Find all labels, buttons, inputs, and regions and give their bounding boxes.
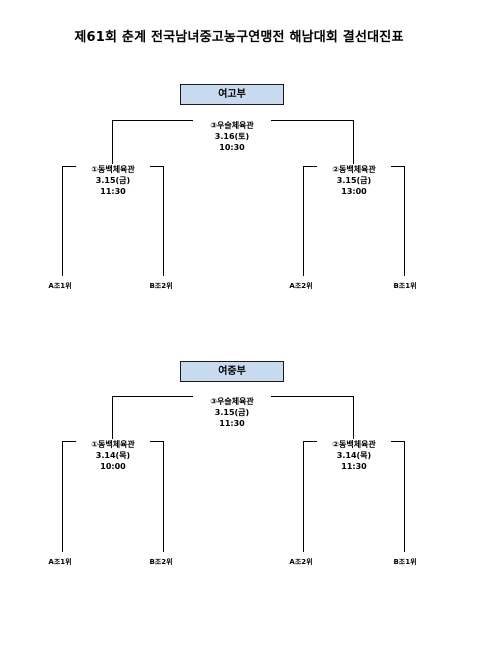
division-label: 여고부: [180, 84, 284, 105]
final-connector-right: [353, 396, 354, 441]
final-venue: ③우슬체육관: [210, 121, 254, 130]
final-connector-right: [353, 120, 354, 166]
final-time: 11:30: [219, 419, 245, 428]
semi-right-venue: ②동백체육관: [332, 165, 376, 174]
semi-left-match-info: ①동백체육관 3.14(목) 10:00: [76, 439, 150, 472]
semi-left-connector-right: [163, 166, 164, 276]
team-slot: A조2위: [289, 558, 313, 566]
semi-right-date: 3.15(금): [336, 176, 372, 185]
semi-left-venue: ①동백체육관: [91, 165, 135, 174]
semi-right-match-info: ②동백체육관 3.15(금) 13:00: [317, 164, 391, 197]
division-label: 여중부: [180, 361, 284, 382]
final-date: 3.16(토): [214, 132, 250, 141]
semi-left-date: 3.15(금): [95, 176, 131, 185]
team-slot: B조1위: [393, 282, 417, 290]
semi-left-match-info: ①동백체육관 3.15(금) 11:30: [76, 164, 150, 197]
semi-right-connector-left: [303, 441, 304, 552]
final-connector-left: [112, 396, 113, 441]
semi-right-time: 11:30: [341, 462, 367, 471]
team-slot: B조2위: [149, 558, 173, 566]
semi-left-time: 11:30: [100, 187, 126, 196]
team-slot: A조2위: [289, 282, 313, 290]
final-match-info: ③우슬체육관 3.16(토) 10:30: [193, 120, 271, 153]
semi-right-time: 13:00: [341, 187, 367, 196]
semi-left-connector-left: [62, 166, 63, 276]
semi-left-connector-left: [62, 441, 63, 552]
bracket-high-school: 여고부 ③우슬체육관 3.16(토) 10:30 ①동백체육관 3.15(금) …: [0, 84, 478, 314]
bracket-middle-school: 여중부 ③우슬체육관 3.15(금) 11:30 ①동백체육관 3.14(목) …: [0, 361, 478, 591]
semi-right-date: 3.14(목): [336, 451, 372, 460]
team-slot: A조1위: [48, 558, 72, 566]
final-match-info: ③우슬체육관 3.15(금) 11:30: [193, 396, 271, 429]
semi-right-venue: ②동백체육관: [332, 440, 376, 449]
team-slot: B조1위: [393, 558, 417, 566]
semi-right-connector-right: [404, 441, 405, 552]
final-connector-left: [112, 120, 113, 166]
semi-left-connector-right: [163, 441, 164, 552]
team-slot: A조1위: [48, 282, 72, 290]
final-time: 10:30: [219, 143, 245, 152]
semi-right-connector-right: [404, 166, 405, 276]
final-date: 3.15(금): [214, 408, 250, 417]
semi-right-connector-left: [303, 166, 304, 276]
semi-left-time: 10:00: [100, 462, 126, 471]
semi-left-venue: ①동백체육관: [91, 440, 135, 449]
team-slot: B조2위: [149, 282, 173, 290]
page-title: 제61회 춘계 전국남녀중고농구연맹전 해남대회 결선대진표: [74, 30, 404, 45]
final-venue: ③우슬체육관: [210, 397, 254, 406]
semi-left-date: 3.14(목): [95, 451, 131, 460]
semi-right-match-info: ②동백체육관 3.14(목) 11:30: [317, 439, 391, 472]
